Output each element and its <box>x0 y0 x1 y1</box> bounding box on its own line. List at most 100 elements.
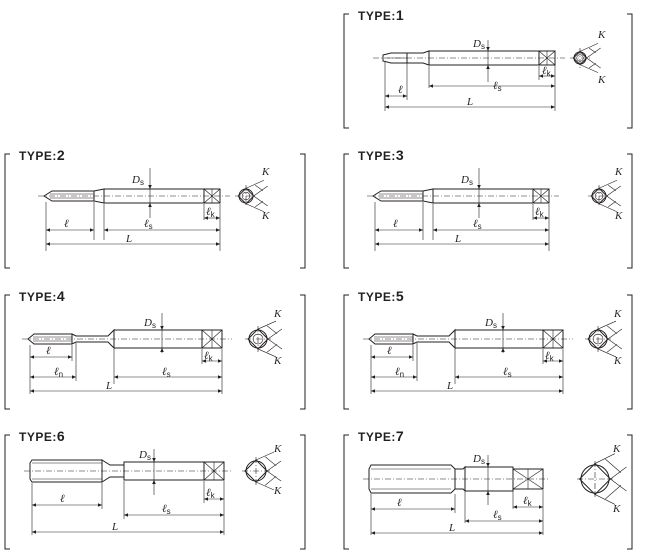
type-label-prefix: TYPE: <box>19 149 57 163</box>
right-bracket <box>300 153 306 269</box>
diameter-label: Ds <box>144 317 156 332</box>
right-bracket <box>300 434 306 550</box>
dimension-arrowhead <box>371 375 375 379</box>
left-bracket <box>343 294 349 410</box>
diameter-label-subscript: s <box>468 178 473 187</box>
left-bracket <box>343 13 349 129</box>
neck-length-label: ℓn <box>395 366 404 381</box>
type-label-number: 3 <box>395 147 405 163</box>
k-dimension-line <box>608 184 617 192</box>
diameter-label-subscript: s <box>480 457 485 466</box>
neck-length-label: ℓn <box>54 366 63 381</box>
k-label-bottom-symbol: K <box>274 355 282 367</box>
neck-length-label-symbol: ℓ <box>395 366 400 378</box>
type-label-prefix: TYPE: <box>358 290 396 304</box>
overall-length-label: L <box>467 96 473 108</box>
k-label-bottom-symbol: K <box>598 74 606 86</box>
square-length-label: ℓk <box>523 495 532 510</box>
shank-length-label-subscript: s <box>497 84 502 93</box>
dimension-arrowhead <box>429 84 433 88</box>
square-length-label-symbol: ℓ <box>535 206 540 218</box>
k-dimension-line <box>267 343 278 353</box>
k-dimension-line <box>589 62 596 69</box>
dimension-arrowhead <box>218 375 222 379</box>
shank-length-label-subscript: s <box>148 222 153 231</box>
dimension-arrowhead <box>46 228 50 232</box>
square-length-label: ℓk <box>542 65 551 80</box>
shank-length-label: ℓs <box>493 80 502 95</box>
square-length-label-symbol: ℓ <box>542 65 547 77</box>
shank-length-label-subscript: s <box>166 370 171 379</box>
neck-length-label-subscript: n <box>58 370 64 379</box>
dimension-arrowhead <box>545 228 549 232</box>
shank-length-label: ℓs <box>473 218 482 233</box>
thread-length-label-symbol: ℓ <box>64 218 69 230</box>
type-label-number: 5 <box>395 288 405 304</box>
k-dimension-line <box>598 180 618 189</box>
square-length-label: ℓk <box>204 350 213 365</box>
shank-length-label-symbol: ℓ <box>473 218 478 230</box>
shank-length-label-symbol: ℓ <box>144 218 149 230</box>
square-length-label-subscript: k <box>546 69 551 78</box>
k-dimension-line <box>605 485 622 500</box>
dimension-arrowhead <box>72 375 76 379</box>
k-dimension-line <box>255 200 264 208</box>
type-label: TYPE:6 <box>16 429 70 444</box>
k-dimension-line <box>607 328 623 340</box>
k-label-top: K <box>262 166 269 178</box>
dimension-arrowhead <box>413 375 417 379</box>
square-end-view <box>577 453 627 505</box>
shank-length-label-symbol: ℓ <box>493 80 498 92</box>
k-dimension-line <box>597 348 617 358</box>
thread-length-label-symbol: ℓ <box>60 493 65 505</box>
type-label-prefix: TYPE: <box>19 290 57 304</box>
square-length-label-symbol: ℓ <box>523 495 528 507</box>
type-drawing <box>343 294 633 410</box>
left-bracket <box>4 153 10 269</box>
k-dimension-line <box>257 320 277 330</box>
right-bracket <box>300 294 306 410</box>
k-label-top: K <box>274 443 281 455</box>
dimension-arrowhead <box>218 359 222 363</box>
left-bracket <box>343 153 349 269</box>
type-drawing <box>4 294 306 410</box>
k-label-top: K <box>598 29 605 41</box>
dimension-arrowhead <box>477 185 481 189</box>
square-end-view <box>245 320 283 358</box>
dimension-arrowhead <box>559 359 563 363</box>
shank-length-label-symbol: ℓ <box>493 509 498 521</box>
thread-length-label-symbol: ℓ <box>397 497 402 509</box>
dimension-arrowhead <box>543 359 547 363</box>
type-label-prefix: TYPE: <box>19 430 57 444</box>
type-label: TYPE:2 <box>16 147 70 163</box>
square-end-view <box>588 180 621 212</box>
dimension-arrowhead <box>403 94 407 98</box>
dimension-arrowhead <box>114 375 118 379</box>
overall-length-label: L <box>455 233 461 245</box>
thread-length-label-symbol: ℓ <box>46 345 51 357</box>
type-label-prefix: TYPE: <box>358 9 396 23</box>
dimension-arrowhead <box>204 497 208 501</box>
type-label-number: 4 <box>56 288 66 304</box>
diameter-label: Ds <box>139 449 151 464</box>
overall-length-label-symbol: L <box>126 233 133 245</box>
k-dimension-line <box>586 47 601 59</box>
dimension-arrowhead <box>124 513 128 517</box>
square-length-label: ℓk <box>206 487 215 502</box>
k-dimension-line <box>607 343 618 353</box>
dimension-arrowhead <box>486 463 490 467</box>
thread-length-label: ℓ <box>64 218 69 230</box>
k-dimension-line <box>265 456 277 467</box>
type-label-number: 2 <box>56 147 66 163</box>
k-label-bottom-symbol: K <box>615 210 623 222</box>
dimension-arrowhead <box>551 74 555 78</box>
neck-length-label-symbol: ℓ <box>54 366 59 378</box>
diameter-label-symbol: D <box>473 38 481 50</box>
k-dimension-line <box>586 57 601 69</box>
dimension-arrowhead <box>539 74 543 78</box>
k-dimension-line <box>606 185 621 197</box>
shank-length-label-subscript: s <box>477 222 482 231</box>
shank-length-label: ℓs <box>493 509 502 524</box>
dimension-arrowhead <box>371 507 375 511</box>
dimension-arrowhead <box>220 513 224 517</box>
